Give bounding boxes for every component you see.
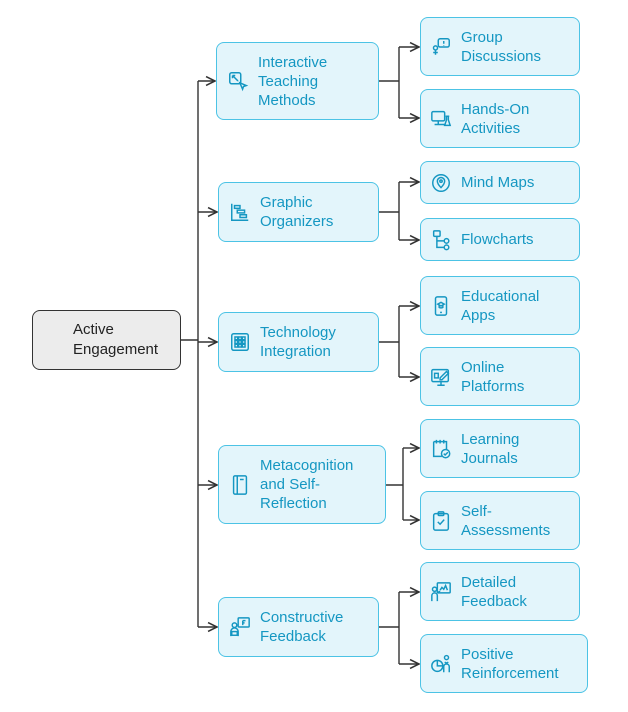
leaf-label: Hands-On Activities: [461, 101, 530, 137]
map-pin-icon: [430, 172, 452, 194]
leaf-flowcharts[interactable]: Flowcharts: [420, 218, 580, 261]
leaf-label: Educational Apps: [461, 288, 540, 324]
presentation-icon: [430, 581, 452, 603]
gantt-icon: [229, 201, 251, 223]
branch-constructive-feedback[interactable]: Constructive Feedback: [218, 597, 379, 657]
notebook-icon: [229, 474, 251, 496]
connector-msr-trunk: [386, 448, 404, 520]
leaf-mind-maps[interactable]: Mind Maps: [420, 161, 580, 204]
phone-graduation-icon: [430, 295, 452, 317]
leaf-educational-apps[interactable]: Educational Apps: [420, 276, 580, 335]
root-node-active-engagement[interactable]: Active Engagement: [32, 310, 181, 370]
leaf-label: Mind Maps: [461, 174, 535, 191]
branch-label: Metacognition and Self- Reflection: [260, 457, 354, 512]
leaf-label: Learning Journals: [461, 431, 520, 467]
branch-graphic-organizers[interactable]: Graphic Organizers: [218, 182, 379, 242]
branch-label: Constructive Feedback: [260, 609, 344, 645]
branch-technology-integration[interactable]: Technology Integration: [218, 312, 379, 372]
connector-cf-trunk: [379, 592, 400, 664]
leaf-hands-on-activities[interactable]: Hands-On Activities: [420, 89, 580, 148]
branch-label: Technology Integration: [260, 324, 336, 360]
leaf-label: Group Discussions: [461, 29, 542, 65]
branch-interactive-teaching-methods[interactable]: Interactive Teaching Methods: [216, 42, 379, 120]
leaf-label: Online Platforms: [461, 359, 525, 395]
teacher-board-icon: [229, 616, 251, 638]
connector-root-trunk: [181, 81, 199, 627]
branch-label: Graphic Organizers: [260, 194, 334, 230]
discussion-icon: [430, 36, 452, 58]
chip-grid-icon: [229, 331, 251, 353]
monitor-edit-icon: [430, 366, 452, 388]
flowchart-icon: [430, 229, 452, 251]
connector-go-trunk: [379, 182, 400, 240]
root-label: Active Engagement: [73, 321, 159, 358]
chart-person-icon: [430, 653, 452, 675]
leaf-positive-reinforcement[interactable]: Positive Reinforcement: [420, 634, 588, 693]
branch-metacognition-self-reflection[interactable]: Metacognition and Self- Reflection: [218, 445, 386, 524]
connector-ti-trunk: [379, 306, 400, 377]
leaf-label: Positive Reinforcement: [461, 646, 559, 682]
leaf-detailed-feedback[interactable]: Detailed Feedback: [420, 562, 580, 621]
connector-itm-trunk: [379, 47, 400, 118]
leaf-label: Self- Assessments: [461, 503, 551, 539]
clipboard-check-icon: [430, 510, 452, 532]
leaf-online-platforms[interactable]: Online Platforms: [420, 347, 580, 406]
branch-label: Interactive Teaching Methods: [258, 54, 328, 109]
leaf-label: Detailed Feedback: [461, 574, 527, 610]
leaf-label: Flowcharts: [461, 231, 534, 248]
leaf-self-assessments[interactable]: Self- Assessments: [420, 491, 580, 550]
calendar-check-icon: [430, 438, 452, 460]
interactive-arrows-icon: [227, 70, 249, 92]
leaf-learning-journals[interactable]: Learning Journals: [420, 419, 580, 478]
leaf-group-discussions[interactable]: Group Discussions: [420, 17, 580, 76]
lab-desk-icon: [430, 108, 452, 130]
